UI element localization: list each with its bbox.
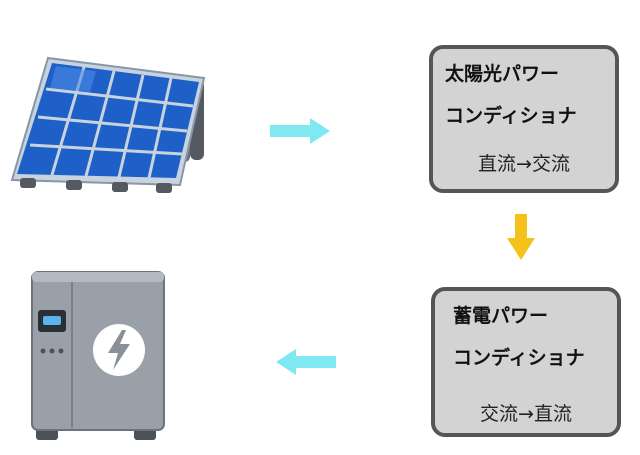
arrow-left-icon: [276, 349, 336, 375]
pv-power-conditioner-box: 太陽光パワー コンディショナ 直流→交流: [429, 45, 619, 193]
lightning-icon: [93, 324, 145, 376]
pv-conditioner-name-line1: 太陽光パワー: [445, 63, 560, 85]
storage-conditioner-conversion: 交流→直流: [480, 403, 572, 425]
storage-conditioner-name-line2: コンディショナ: [453, 347, 585, 369]
arrow-down-icon: [507, 214, 535, 260]
arrow-right-icon: [270, 118, 330, 144]
pv-conditioner-conversion: 直流→交流: [478, 153, 570, 175]
pv-conditioner-name-line2: コンディショナ: [445, 105, 577, 127]
storage-battery-icon: [31, 271, 165, 440]
solar-panel-icon: [10, 56, 206, 193]
storage-conditioner-name-line1: 蓄電パワー: [453, 305, 549, 327]
storage-power-conditioner-box: 蓄電パワー コンディショナ 交流→直流: [431, 287, 621, 437]
